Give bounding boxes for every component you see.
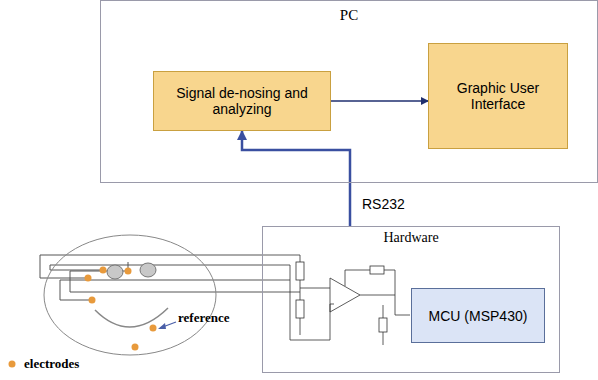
node-text: Hardware bbox=[263, 230, 559, 246]
mouth bbox=[95, 308, 168, 327]
node-text: MCU (MSP430) bbox=[429, 308, 528, 324]
hardware-frame: HardwareMCU (MSP430) bbox=[262, 226, 560, 373]
connector-arrow bbox=[331, 100, 428, 102]
legend-text: electrodes bbox=[24, 356, 79, 372]
leader-arrowhead bbox=[158, 323, 166, 329]
node-text: PC bbox=[101, 7, 597, 24]
process-box: Graphic User Interface bbox=[428, 43, 568, 149]
head-outline bbox=[44, 235, 216, 355]
amplifier-schematic bbox=[262, 255, 410, 345]
callout-label: reference bbox=[178, 310, 229, 326]
legend-swatch bbox=[9, 361, 16, 368]
node-text: Graphic User Interface bbox=[437, 80, 559, 112]
resistor-symbol bbox=[379, 318, 387, 332]
resistor-symbol bbox=[370, 266, 384, 274]
electrode-wires bbox=[40, 255, 262, 300]
connector-arrow bbox=[242, 131, 350, 226]
eye bbox=[107, 265, 123, 279]
resistor-symbol bbox=[296, 262, 304, 280]
electrode-dots bbox=[85, 267, 157, 351]
process-box: Signal de-nosing and analyzing bbox=[153, 71, 331, 131]
pc-frame: PC Signal de-nosing and analyzing Graphic … bbox=[100, 0, 598, 183]
eye bbox=[140, 263, 156, 277]
resistor-symbol bbox=[296, 300, 304, 318]
node-text: Signal de-nosing and analyzing bbox=[162, 85, 322, 117]
edge-label: RS232 bbox=[360, 196, 407, 212]
mcu-box: MCU (MSP430) bbox=[411, 288, 545, 343]
